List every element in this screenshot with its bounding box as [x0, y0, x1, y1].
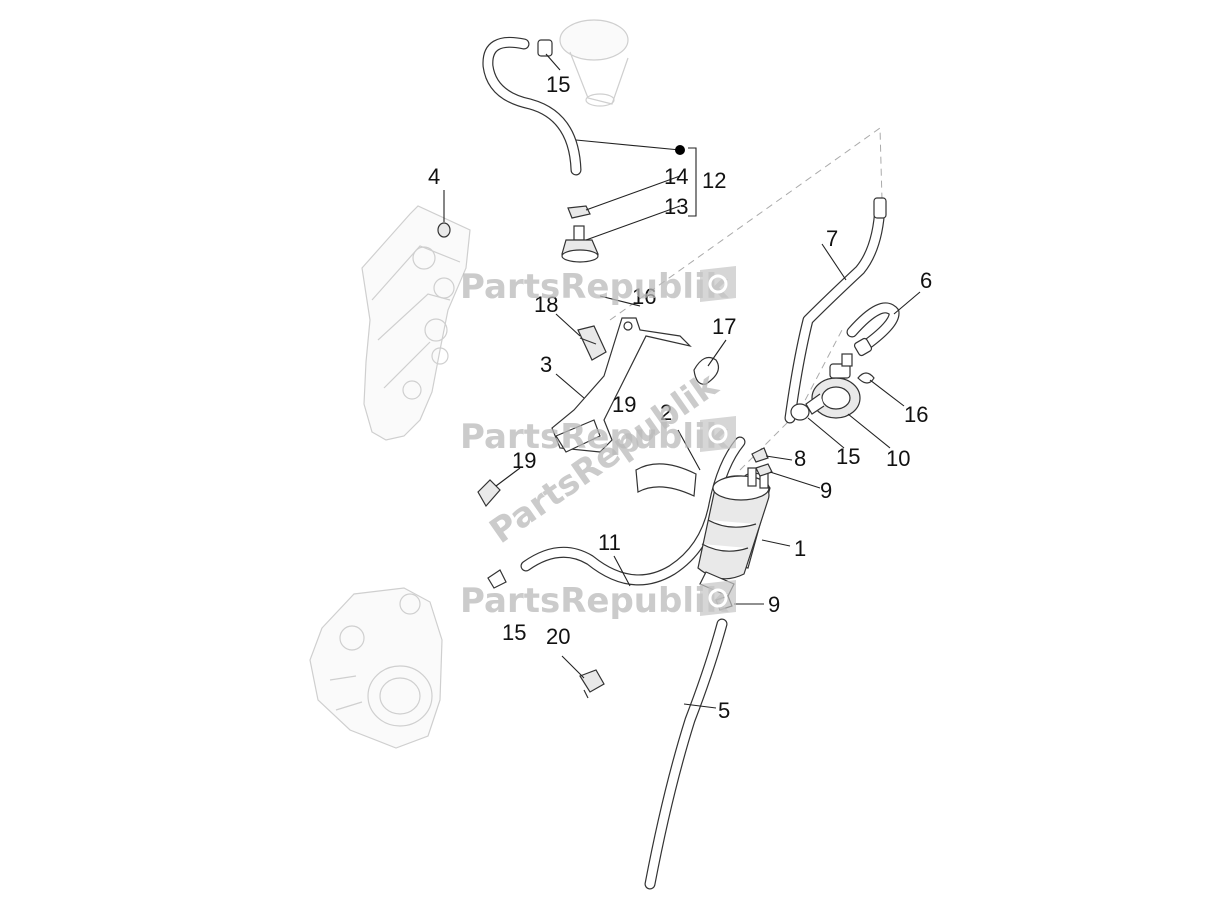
- label-20: 20: [546, 624, 570, 649]
- label-4: 4: [428, 164, 440, 189]
- part-9-clip-upper: [755, 463, 773, 477]
- label-10: 10: [886, 446, 910, 471]
- label-17: 17: [712, 314, 736, 339]
- watermark-text: PartsRepublik: [460, 267, 730, 307]
- part-14-clip: [567, 205, 591, 219]
- ghost-frame-panel: [361, 205, 471, 441]
- label-11: 11: [598, 530, 621, 555]
- watermark-text: PartsRepublik: [460, 581, 730, 621]
- part-15-ring: [790, 403, 810, 421]
- part-labels: 15 14 12 13 4 7 6 18 16 17 3 19 2 16 15 …: [428, 72, 932, 723]
- label-1: 1: [794, 536, 806, 561]
- watermark-top: PartsRepublik: [460, 266, 736, 307]
- label-7: 7: [826, 226, 838, 251]
- label-19-left: 19: [512, 448, 536, 473]
- part-4-nut: [437, 222, 451, 238]
- label-16-center: 16: [632, 284, 656, 309]
- ghost-engine-block: [309, 587, 443, 749]
- label-2: 2: [660, 400, 672, 425]
- ghost-fuel-filler-neck: [559, 19, 629, 107]
- label-16-right: 16: [904, 402, 928, 427]
- part-20-sensor: [579, 669, 605, 699]
- phantom-line-right: [609, 127, 883, 321]
- label-8: 8: [794, 446, 806, 471]
- label-5: 5: [718, 698, 730, 723]
- part-19-clip: [477, 479, 501, 508]
- label-3: 3: [540, 352, 552, 377]
- clamp-top-15: [537, 39, 553, 57]
- hose-7: [784, 200, 886, 424]
- part-1-canister: [697, 467, 771, 597]
- part-13-valve: [561, 225, 599, 263]
- fitting-6-end: [853, 337, 873, 357]
- hose-6: [846, 302, 900, 354]
- label-6: 6: [920, 268, 932, 293]
- canister-strap: [635, 463, 697, 497]
- watermark-middle: PartsRepublik: [460, 416, 736, 457]
- label-18: 18: [534, 292, 558, 317]
- label-15-top: 15: [546, 72, 570, 97]
- watermark-text: PartsRepublik: [460, 417, 730, 457]
- label-9-lower: 9: [768, 592, 780, 617]
- watermark-gear-icon: [700, 416, 736, 452]
- watermark-gear-icon: [700, 266, 736, 302]
- label-13: 13: [664, 194, 688, 219]
- leader-lines: [443, 53, 921, 709]
- hose-top: [482, 36, 582, 176]
- part-10-valve: [805, 353, 861, 419]
- label-12: 12: [702, 168, 726, 193]
- watermark-gear-icon: [700, 580, 736, 616]
- fitting-7-top: [873, 197, 887, 219]
- watermark-bottom: PartsRepublik: [460, 580, 736, 621]
- part-18-clip: [577, 325, 607, 361]
- label-14: 14: [664, 164, 688, 189]
- part-8-clip: [751, 447, 769, 463]
- part-15-ring-left: [487, 569, 507, 589]
- label-15-left: 15: [502, 620, 526, 645]
- part-3-bracket: [551, 317, 692, 453]
- hose-5: [644, 618, 728, 890]
- part-17-clip: [693, 357, 719, 385]
- label-19-center: 19: [612, 392, 636, 417]
- label-9-upper: 9: [820, 478, 832, 503]
- label-15-right: 15: [836, 444, 860, 469]
- bullet-dot: [675, 145, 685, 155]
